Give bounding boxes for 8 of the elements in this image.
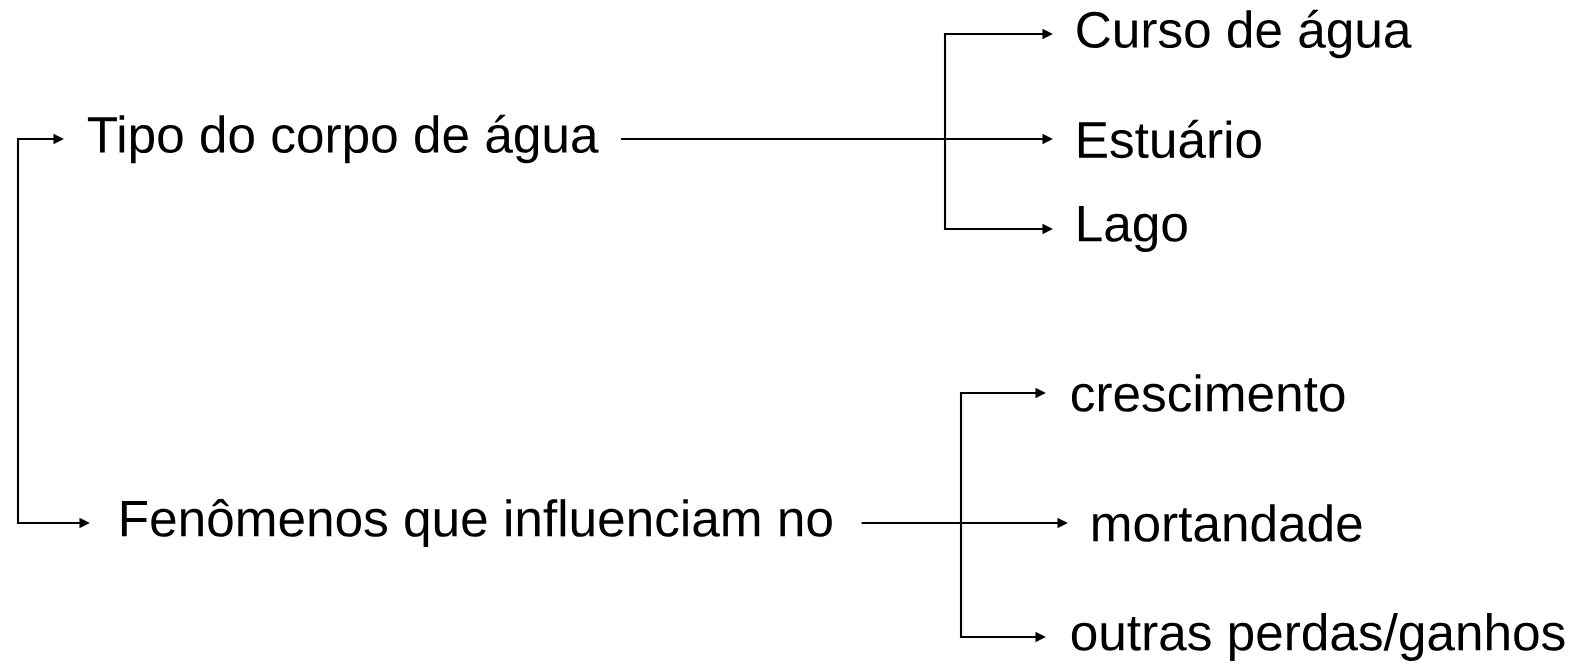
category-label: Fenômenos que influenciam no — [121, 499, 832, 547]
category-label: mortandade — [1093, 504, 1362, 542]
category-label: Lago — [1078, 206, 1187, 252]
category-label: Estuário — [1078, 119, 1261, 159]
category-label: crescimento — [1071, 374, 1345, 412]
category-label: outras perdas/ganhos — [1071, 613, 1565, 661]
category-label: Curso de água — [1077, 9, 1412, 59]
category-label: Tipo do corpo de água — [87, 114, 599, 164]
